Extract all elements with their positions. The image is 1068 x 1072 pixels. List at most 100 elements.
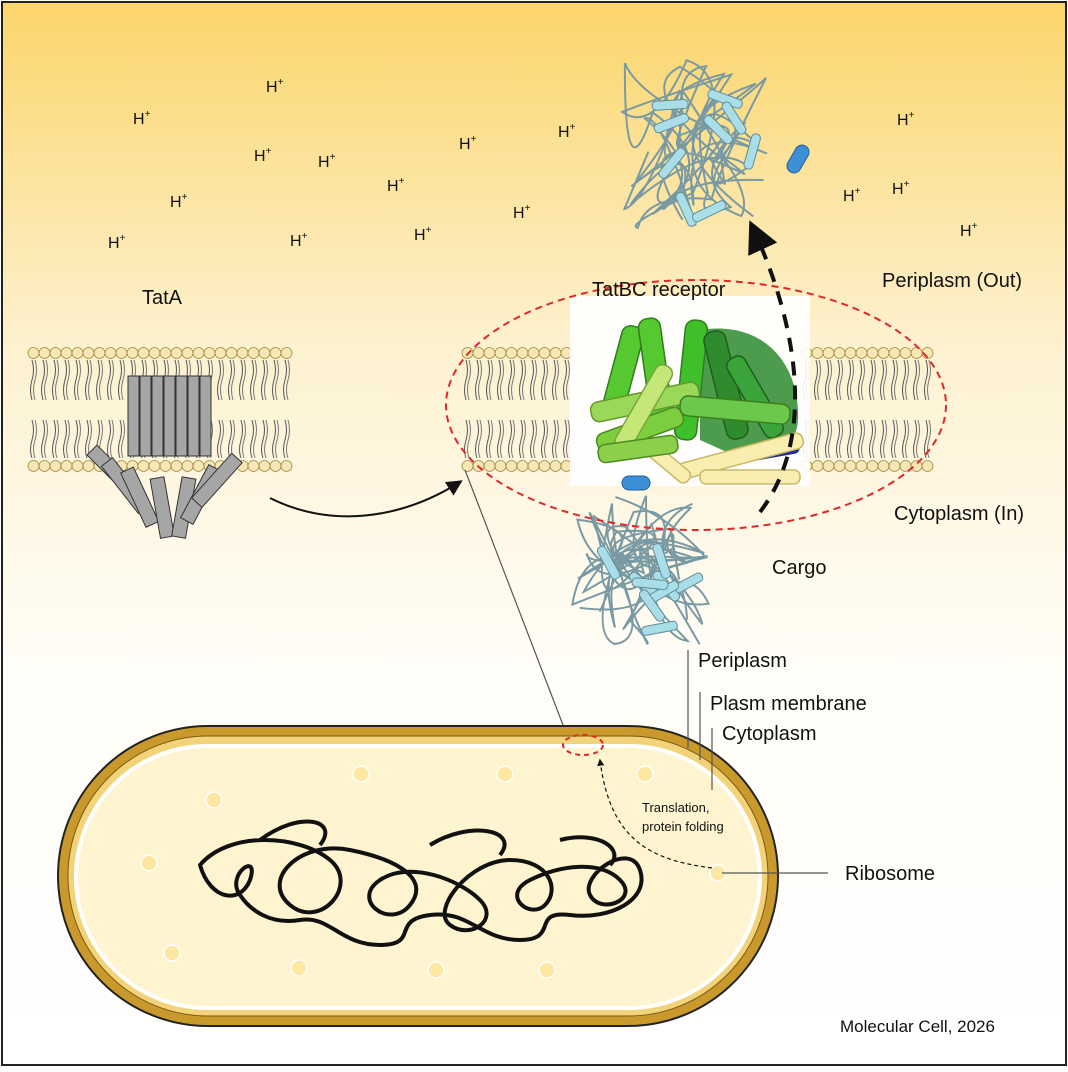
lipid-tail: [77, 359, 81, 401]
lipid-head: [494, 347, 507, 359]
lipid-head: [877, 347, 890, 359]
lipid-tail: [511, 419, 515, 459]
lipid-tail: [869, 419, 873, 459]
lipid-tail: [107, 419, 111, 459]
lipid-head: [170, 460, 183, 472]
lipid-head: [461, 460, 474, 472]
cell-cytoplasm: [74, 744, 762, 1010]
lipid-tail: [261, 419, 265, 459]
cargo-protein-translocated: [620, 59, 768, 230]
tata-tm-helix: [175, 375, 188, 457]
label-cytoplasm-in: Cytoplasm (In): [894, 503, 1024, 525]
lipid-head: [822, 347, 835, 359]
lipid-tail: [924, 419, 928, 459]
lipid-tail: [511, 359, 515, 401]
lipid-head: [60, 460, 73, 472]
lipid-tail: [467, 419, 471, 459]
lipid-head: [148, 460, 161, 472]
cargo-strand: [658, 147, 686, 179]
lipid-tail: [552, 419, 556, 459]
proton-charge: +: [399, 176, 405, 187]
lipid-head: [866, 347, 879, 359]
lipid-head: [538, 347, 551, 359]
tatbc-pale-helix: [699, 469, 801, 485]
lipid-tail: [533, 419, 537, 459]
lipid-tail: [121, 359, 125, 401]
lipid-tail: [272, 359, 276, 401]
lipid-tail: [544, 359, 548, 401]
lipid-tail: [250, 359, 254, 401]
lipid-tail: [563, 419, 567, 459]
lipid-tail: [261, 359, 265, 401]
ribosome-dot: [636, 765, 654, 783]
ribosome-group: [140, 765, 727, 979]
lipid-tail: [239, 419, 243, 459]
lipid-head: [27, 460, 40, 472]
lipid-tail: [817, 359, 821, 401]
lipid-tail: [891, 419, 895, 459]
lipid-tail: [55, 419, 59, 459]
label-cytoplasm: Cytoplasm: [722, 723, 816, 745]
lipid-head: [181, 460, 194, 472]
signal-peptide-lower: [621, 475, 651, 491]
ribosome-dot: [538, 961, 556, 979]
lipid-tail: [33, 359, 37, 401]
lipid-head: [505, 460, 518, 472]
lipid-head: [181, 347, 194, 359]
tata-helix-bundle: [86, 375, 243, 539]
zoom-line-left: [464, 469, 569, 739]
lipid-head: [483, 347, 496, 359]
lipid-tail: [880, 419, 884, 459]
lipid-tail: [220, 359, 224, 401]
lipid-tail: [847, 419, 851, 459]
lipid-tail: [264, 419, 268, 459]
ribosome-dot: [496, 765, 514, 783]
lipid-tail: [544, 419, 548, 459]
cargo-protein-cytoplasmic: [571, 495, 711, 646]
lipid-tail: [110, 419, 114, 459]
lipid-tail: [228, 359, 232, 401]
lipid-tail: [242, 419, 246, 459]
proton-charge: +: [972, 221, 978, 232]
lipid-head: [910, 460, 923, 472]
lipid-head: [49, 460, 62, 472]
lipid-tail: [555, 419, 559, 459]
lipid-head: [159, 347, 172, 359]
lipid-tail: [872, 419, 876, 459]
lipid-head: [192, 460, 205, 472]
tata-to-tatbc-arrow: [269, 480, 463, 518]
cargo-strand: [653, 113, 690, 134]
cargo-strand: [675, 191, 697, 227]
lipid-tail: [883, 359, 887, 401]
highlight-ellipse: [445, 279, 947, 531]
lipid-tail: [66, 419, 70, 459]
cargo-strand: [631, 577, 669, 590]
lipid-tail: [486, 359, 490, 401]
bacterial-cell: [57, 725, 779, 1027]
lipid-tail: [500, 359, 504, 401]
tatbc-helix: [597, 434, 679, 464]
lipid-tail: [894, 359, 898, 401]
lipid-tail: [286, 359, 290, 401]
lipid-head: [811, 460, 824, 472]
lipid-tail: [913, 359, 917, 401]
proton-charge: +: [330, 152, 336, 163]
lipid-tail: [858, 419, 862, 459]
lipid-head: [93, 347, 106, 359]
lipid-tail: [283, 419, 287, 459]
lipid-tail: [836, 419, 840, 459]
cargo-strand: [641, 620, 678, 636]
lipid-tail: [533, 359, 537, 401]
lipid-tail: [489, 359, 493, 401]
lipid-head: [236, 347, 249, 359]
lipid-tail: [30, 419, 34, 459]
lipid-tail: [217, 359, 221, 401]
lipid-tail: [817, 419, 821, 459]
cargo-strand: [691, 200, 727, 223]
lipid-head: [472, 347, 485, 359]
lipid-head: [269, 347, 282, 359]
lipid-tail: [74, 359, 78, 401]
lipid-head: [866, 460, 879, 472]
lipid-tail: [118, 419, 122, 459]
